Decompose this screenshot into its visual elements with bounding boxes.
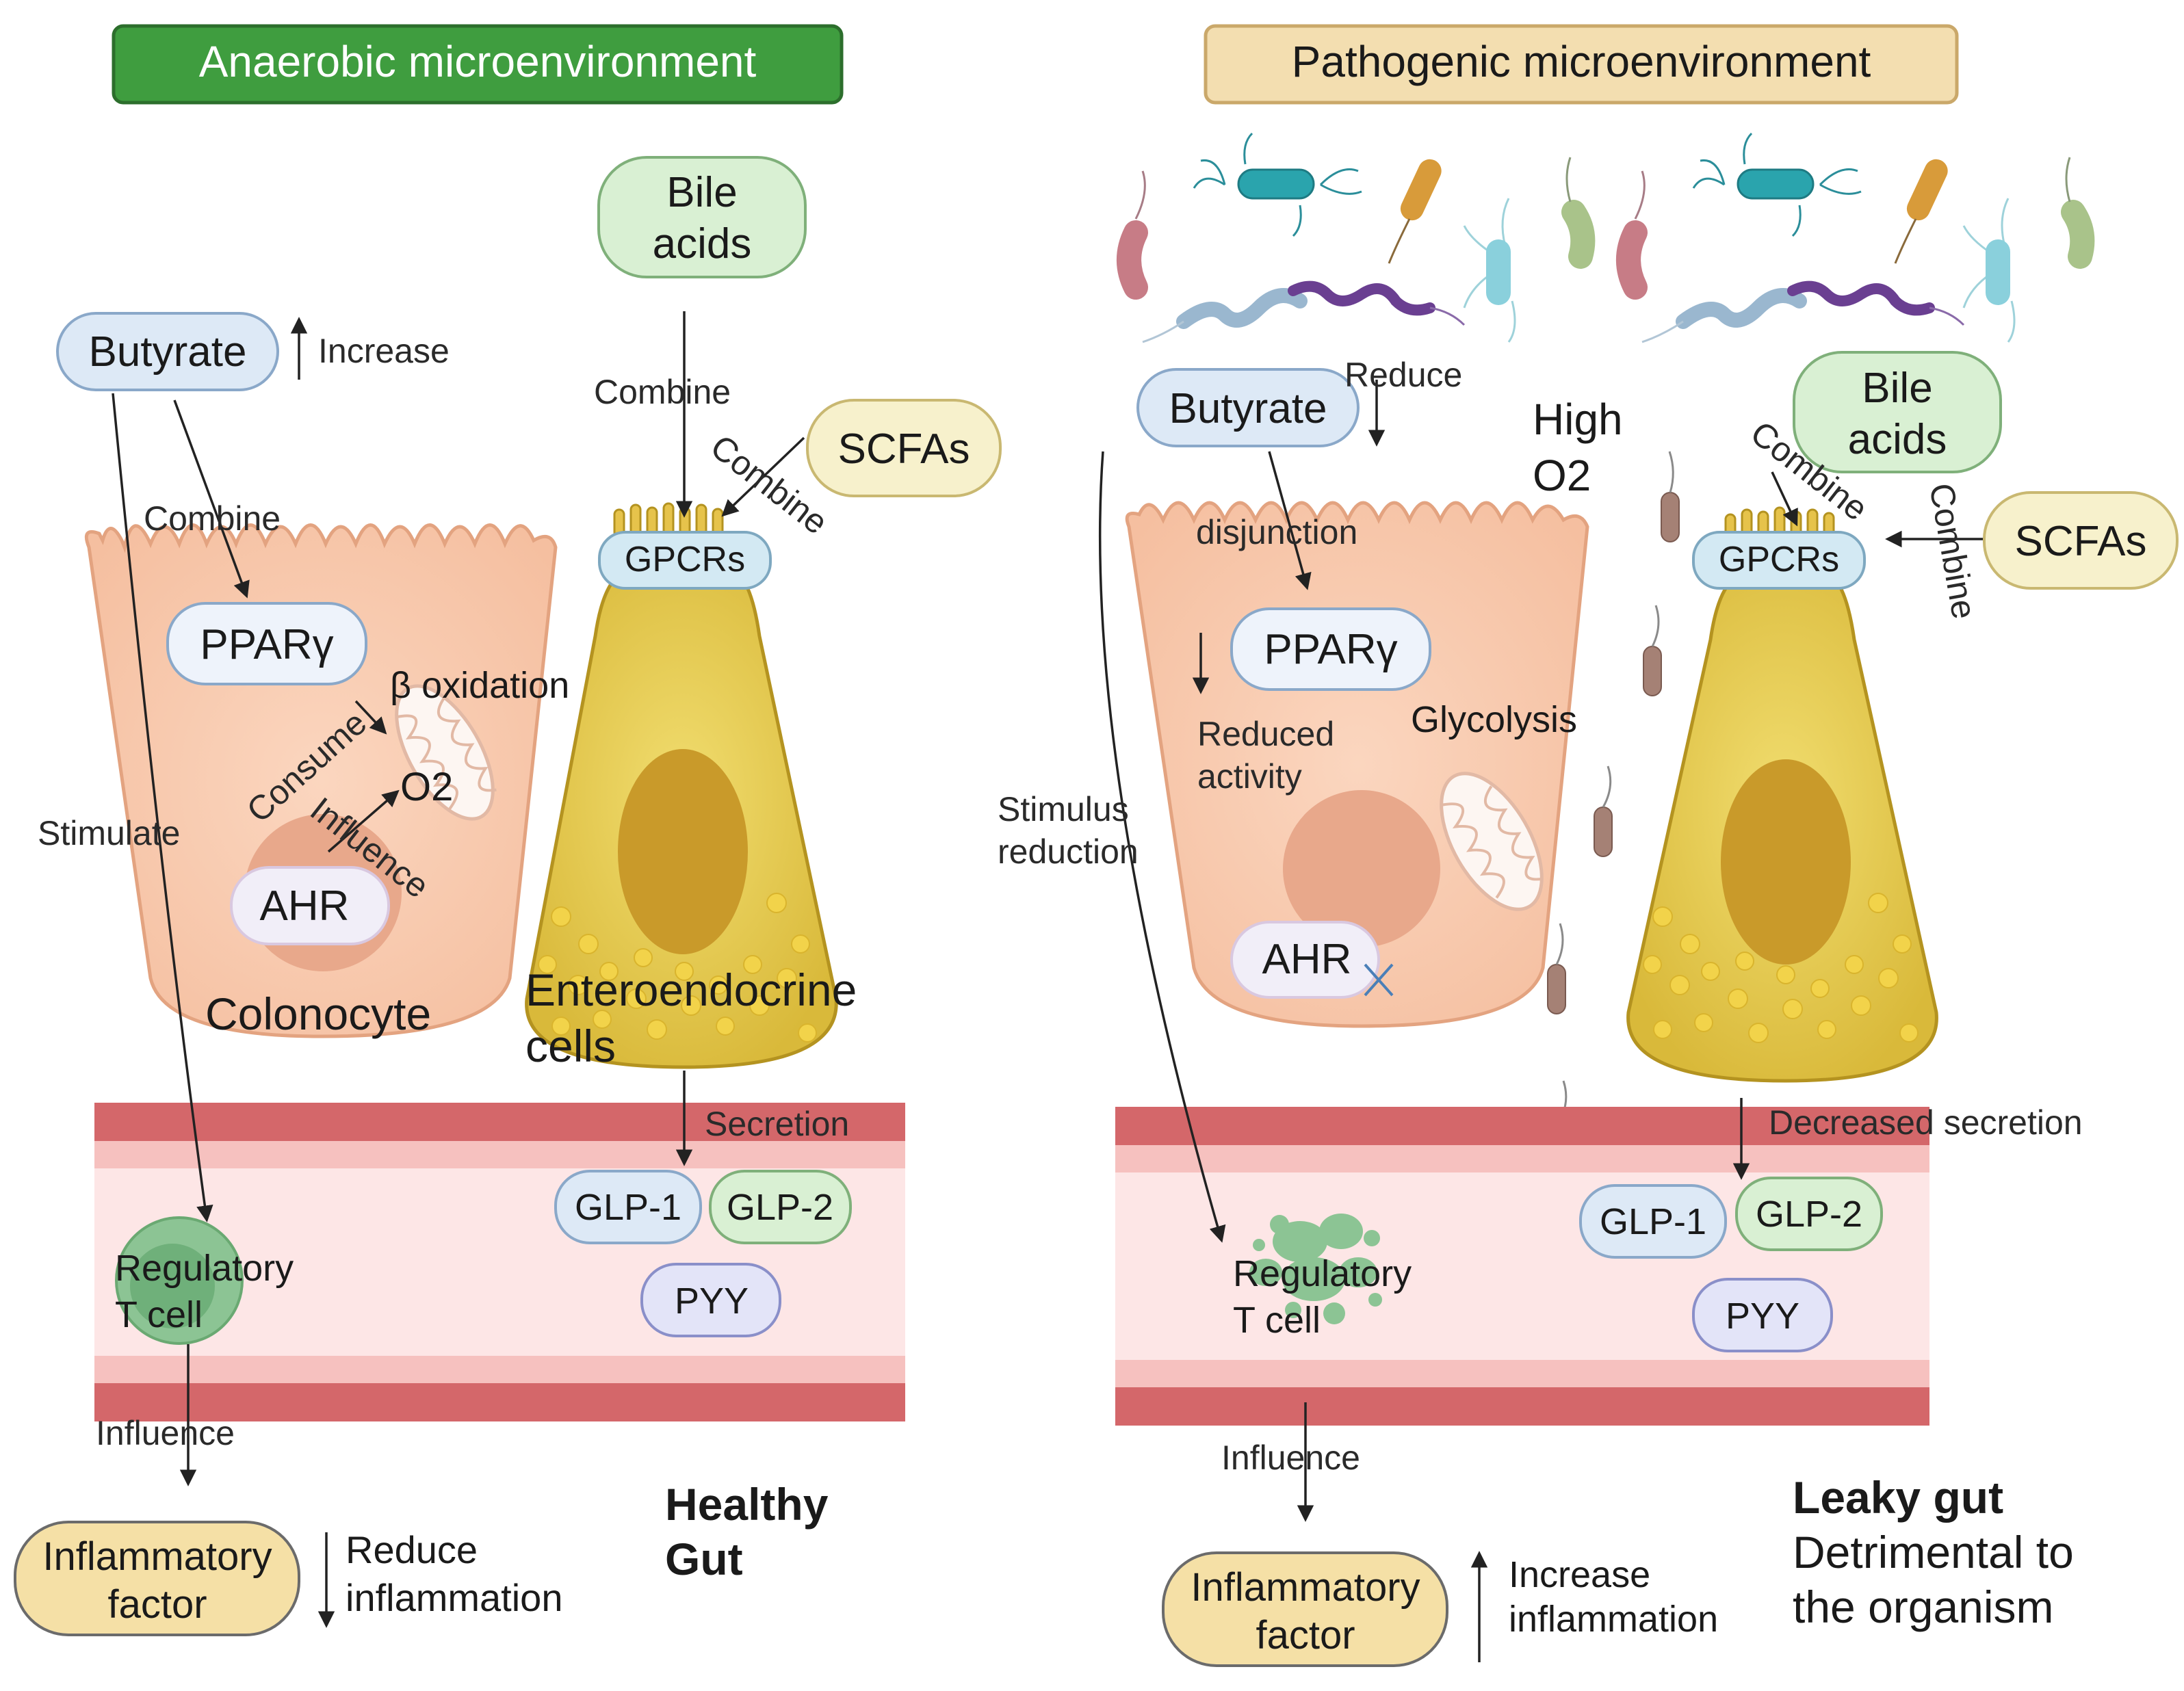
right-reduced-label: Reduced (1197, 715, 1334, 753)
svg-text:GPCRs: GPCRs (1719, 540, 1839, 579)
svg-text:Inflammatory: Inflammatory (42, 1534, 272, 1579)
svg-text:SCFAs: SCFAs (2015, 518, 2147, 565)
left-secretion-label: Secretion (705, 1105, 849, 1143)
right-butyrate-pill: Butyrate (1136, 368, 1360, 447)
left-gpcrs-pill: GPCRs (598, 531, 772, 590)
left-pyy-pill: PYY (640, 1263, 781, 1337)
right-panel: Pathogenic microenvironment (998, 24, 2179, 1667)
right-glycolysis-label: Glycolysis (1411, 699, 1577, 740)
svg-text:GLP-2: GLP-2 (1756, 1194, 1862, 1235)
svg-text:GLP-1: GLP-1 (1600, 1201, 1706, 1242)
right-decreased-secretion-label: Decreased secretion (1769, 1103, 2083, 1142)
svg-text:PYY: PYY (675, 1281, 749, 1322)
right-glp2-pill: GLP-2 (1735, 1177, 1883, 1251)
left-increase-label: Increase (318, 332, 450, 370)
left-gut-state-line1: Healthy (665, 1479, 829, 1530)
left-inflammation-label: inflammation (346, 1576, 562, 1619)
right-influence-label: Influence (1221, 1439, 1360, 1477)
right-inflammatory-factor-pill: Inflammatory (1162, 1551, 1448, 1667)
right-treg-cell-icon (1249, 1214, 1382, 1324)
svg-text:PPARγ: PPARγ (1264, 626, 1397, 673)
right-scfas-pill: SCFAs (1983, 491, 2179, 590)
right-combine-label-2: Combine (1922, 480, 1984, 622)
left-reduce-label: Reduce (346, 1528, 478, 1571)
right-ahr-pill: AHR (1230, 921, 1380, 999)
right-ppar-pill: PPARγ (1230, 607, 1431, 691)
left-inflammatory-factor-pill: Inflammatory (14, 1521, 300, 1636)
right-detrimental-line1: Detrimental to (1793, 1527, 2074, 1577)
left-gut-state-line2: Gut (665, 1534, 743, 1584)
right-arrows (1098, 380, 1988, 1662)
svg-text:Butyrate: Butyrate (1169, 385, 1327, 432)
left-combine-label-3: Combine (144, 499, 281, 538)
right-bile-acids-pill: Bile acids (1793, 351, 2002, 473)
left-butyrate-pill: Butyrate (56, 312, 279, 391)
left-bile-acids-pill: Bile acids (597, 156, 807, 278)
left-stimulate-label: Stimulate (38, 814, 180, 852)
right-enteroendocrine-cell (1626, 506, 1938, 1083)
right-o2-label: O2 (1533, 451, 1591, 500)
svg-text:Bile: Bile (1862, 365, 1932, 412)
left-arrows (112, 311, 805, 1628)
right-pyy-pill: PYY (1692, 1278, 1833, 1352)
right-inflammation-label: inflammation (1509, 1599, 1718, 1640)
bacteria-icon (1117, 132, 2095, 1246)
left-inflammatory-factor-line2: factor (107, 1582, 207, 1627)
left-scfas-pill: SCFAs (806, 399, 1002, 497)
right-reduce-label: Reduce (1344, 356, 1462, 394)
right-treg-label-line1: Regulatory (1233, 1253, 1412, 1294)
svg-text:acids: acids (1848, 416, 1947, 463)
right-gpcrs-pill: GPCRs (1692, 531, 1866, 590)
right-leaky-gut-label: Leaky gut (1793, 1472, 2003, 1523)
svg-text:GPCRs: GPCRs (625, 540, 745, 579)
svg-text:GLP-1: GLP-1 (575, 1187, 681, 1228)
left-colonocyte-label: Colonocyte (205, 988, 431, 1039)
left-influence-label: Influence (96, 1414, 235, 1452)
left-ppar-pill: PPARγ (166, 602, 367, 685)
left-glp2-pill: GLP-2 (709, 1170, 852, 1244)
right-activity-label: activity (1197, 757, 1302, 796)
svg-text:AHR: AHR (260, 882, 350, 930)
right-detrimental-line2: the organism (1793, 1582, 2054, 1632)
right-disjunction-label: disjunction (1196, 513, 1357, 551)
left-treg-cell-icon (115, 1216, 244, 1345)
svg-text:Bile: Bile (666, 169, 737, 216)
left-panel: Anaerobic microenvironment (14, 24, 1002, 1636)
svg-text:Inflammatory: Inflammatory (1191, 1565, 1420, 1610)
svg-text:Butyrate: Butyrate (89, 328, 247, 376)
left-enteroendocrine-cell (525, 502, 838, 1069)
left-mitochondrion-icon (395, 684, 497, 821)
right-treg-label-line2: T cell (1233, 1300, 1321, 1341)
svg-text:GLP-2: GLP-2 (727, 1187, 833, 1228)
right-glp1-pill: GLP-1 (1579, 1184, 1727, 1259)
left-beta-oxidation-label: β oxidation (390, 665, 569, 706)
left-glp1-pill: GLP-1 (554, 1170, 702, 1244)
svg-text:PYY: PYY (1726, 1296, 1799, 1337)
left-header: Anaerobic microenvironment (112, 24, 844, 105)
left-header-title: Anaerobic microenvironment (199, 37, 757, 86)
right-mitochondrion-icon (1440, 772, 1544, 911)
right-header-title: Pathogenic microenvironment (1292, 37, 1871, 86)
svg-text:PPARγ: PPARγ (200, 621, 333, 668)
left-treg-label-line2: T cell (115, 1294, 203, 1335)
left-o2-label: O2 (400, 765, 453, 809)
svg-text:acids: acids (653, 220, 752, 267)
right-high-label: High (1533, 395, 1623, 444)
left-enteroendocrine-label-line1: Enteroendocrine (525, 965, 857, 1015)
right-increase-label: Increase (1509, 1554, 1650, 1595)
right-reduction-label: reduction (998, 833, 1139, 871)
left-ahr-pill: AHR (230, 866, 390, 945)
left-treg-label-line1: Regulatory (115, 1248, 294, 1289)
svg-text:AHR: AHR (1262, 936, 1352, 983)
svg-text:SCFAs: SCFAs (838, 425, 970, 473)
left-combine-label-1: Combine (594, 373, 731, 411)
right-ahr-blocked-icon (1364, 963, 1394, 997)
right-stimulus-label: Stimulus (998, 790, 1129, 828)
left-enteroendocrine-label-line2: cells (525, 1021, 616, 1071)
right-header: Pathogenic microenvironment (1204, 24, 1959, 105)
right-inflammatory-factor-line2: factor (1256, 1613, 1355, 1657)
